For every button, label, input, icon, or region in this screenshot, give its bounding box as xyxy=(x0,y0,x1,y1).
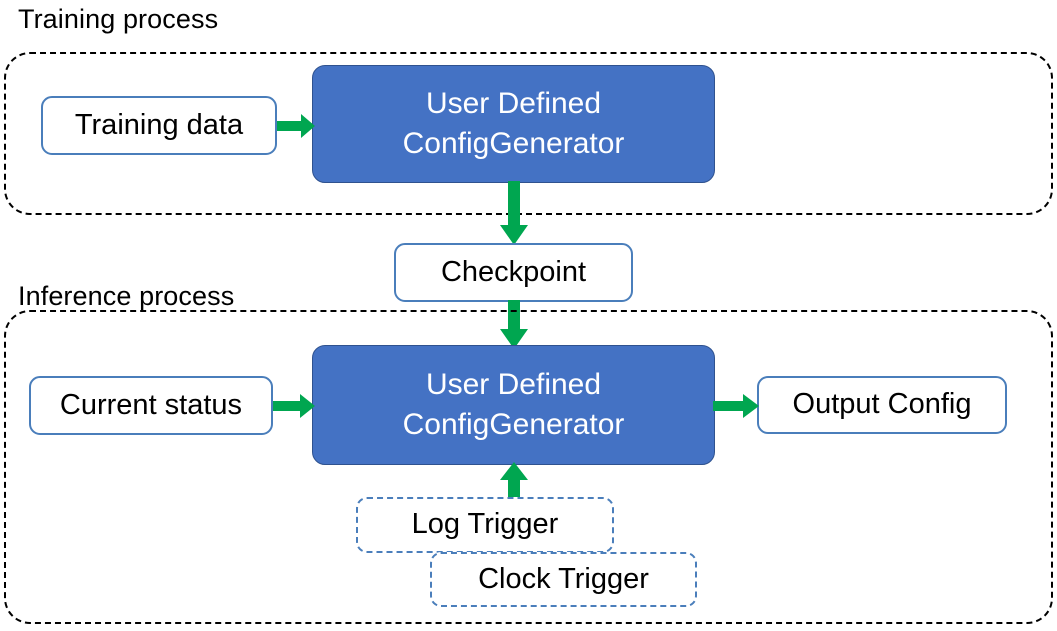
process-training-config-generator[interactable]: User Defined ConfigGenerator xyxy=(312,65,715,183)
node-training-data-label: Training data xyxy=(74,108,244,141)
inference-process-container xyxy=(4,310,1053,624)
process-inference-config-generator[interactable]: User Defined ConfigGenerator xyxy=(312,345,715,465)
arrow-generator-to-output-config-icon xyxy=(713,390,761,422)
training-process-caption: Training process xyxy=(18,4,219,34)
trigger-log[interactable]: Log Trigger xyxy=(356,497,614,553)
arrow-generator-to-checkpoint-icon xyxy=(497,181,531,247)
node-output-config-label: Output Config xyxy=(792,388,972,421)
node-training-data[interactable]: Training data xyxy=(41,96,277,155)
node-output-config[interactable]: Output Config xyxy=(757,376,1007,434)
process-inference-config-generator-line2: ConfigGenerator xyxy=(402,408,625,441)
process-inference-config-generator-line1: User Defined xyxy=(425,368,602,402)
node-current-status[interactable]: Current status xyxy=(29,376,273,435)
node-checkpoint-label: Checkpoint xyxy=(440,255,587,288)
arrow-current-status-to-generator-icon xyxy=(273,390,317,422)
process-training-config-generator-line2: ConfigGenerator xyxy=(402,127,625,160)
training-process-container xyxy=(4,52,1053,215)
arrow-training-data-to-generator-icon xyxy=(277,110,317,142)
arrow-checkpoint-to-generator-icon xyxy=(497,300,531,350)
trigger-clock-label: Clock Trigger xyxy=(478,562,649,595)
node-current-status-label: Current status xyxy=(59,388,243,421)
arrow-triggers-to-generator-icon xyxy=(497,462,531,504)
process-training-config-generator-line1: User Defined xyxy=(425,87,602,121)
trigger-log-label: Log Trigger xyxy=(411,508,559,541)
node-checkpoint[interactable]: Checkpoint xyxy=(394,243,633,302)
trigger-clock[interactable]: Clock Trigger xyxy=(430,552,697,607)
inference-process-caption: Inference process xyxy=(18,281,235,311)
